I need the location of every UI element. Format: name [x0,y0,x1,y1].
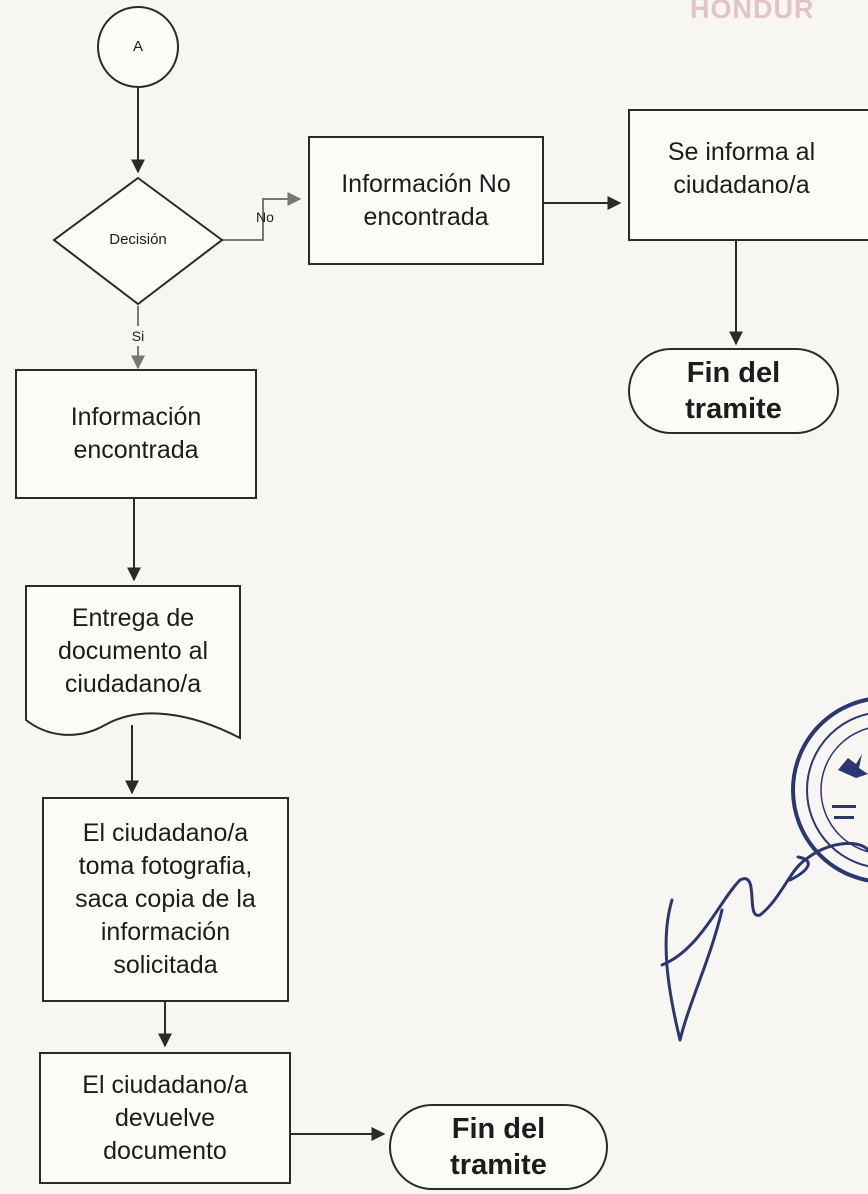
edges [125,86,743,1141]
connector-a-shape [97,6,179,88]
shapes [15,6,868,1190]
photo-label: El ciudadano/a toma fotografia, saca cop… [75,819,256,979]
header-watermark: HONDUR [690,0,815,24]
edge-decision-no [222,192,302,241]
signature-scribble [660,841,868,1042]
inform-citizen-label: Se informa al ciudadano/a [667,138,816,199]
official-seal [791,697,868,883]
inform-citizen-box [628,109,868,241]
info-no-box [308,136,544,265]
return-doc-box [39,1052,291,1184]
info-no-label: Información No encontrada [341,169,511,231]
decision-label: Decisión [109,231,167,249]
info-found-box [15,369,257,499]
end-bottom-label: Fin del tramite [450,1112,547,1181]
delivery-document-shape [25,585,241,740]
edge-label-si: Si [124,326,152,346]
connector-a-label: A [132,38,143,56]
edge-label-no: No [256,208,274,225]
return-doc-label: El ciudadano/a devuelve documento [82,1070,248,1165]
info-found-label: Información encontrada [70,403,202,464]
photo-box [42,797,289,1002]
end-top-terminator [628,348,839,434]
end-top-label: Fin del tramite [685,356,782,425]
end-bottom-terminator [389,1104,608,1190]
delivery-label: Entrega de documento al ciudadano/a [57,603,209,698]
decision-diamond [52,176,224,306]
